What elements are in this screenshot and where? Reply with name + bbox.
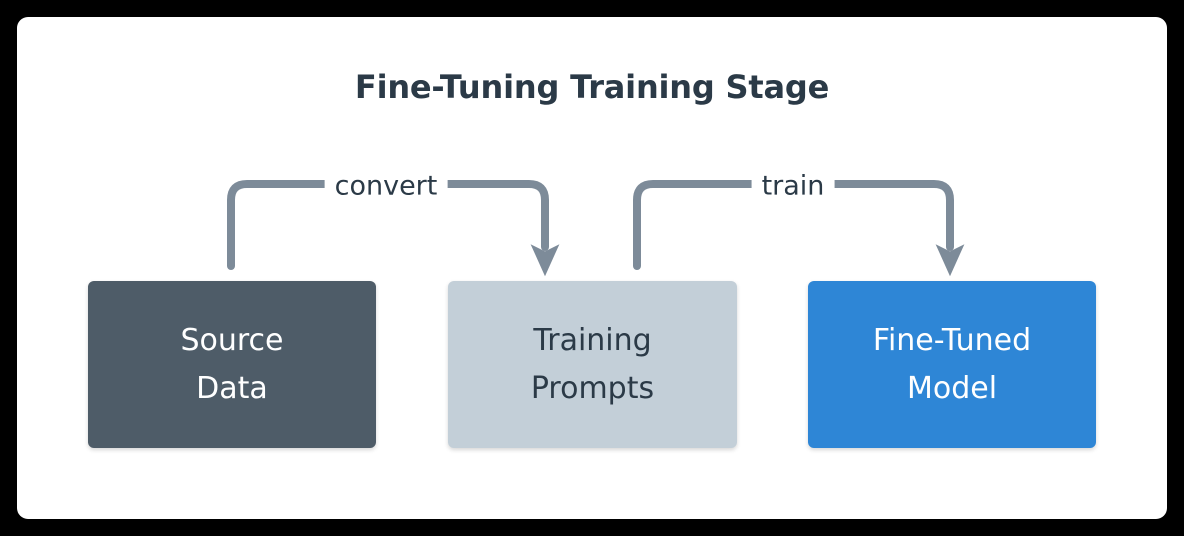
node-finetuned-model[interactable]: Fine-Tuned Model <box>808 281 1096 448</box>
page-title: Fine-Tuning Training Stage <box>354 68 830 106</box>
edge-label-convert: convert <box>324 172 448 200</box>
node-training-prompts-line2: Prompts <box>530 370 655 406</box>
node-finetuned-model-line2: Model <box>906 370 998 406</box>
node-source-data[interactable]: Source Data <box>88 281 376 448</box>
edge-label-train: train <box>751 172 835 200</box>
node-training-prompts-line1: Training <box>533 322 652 358</box>
node-source-data-line2: Data <box>196 370 268 406</box>
node-source-data-line1: Source <box>180 322 284 358</box>
node-training-prompts[interactable]: Training Prompts <box>448 281 737 448</box>
node-finetuned-model-line1: Fine-Tuned <box>872 322 1032 358</box>
